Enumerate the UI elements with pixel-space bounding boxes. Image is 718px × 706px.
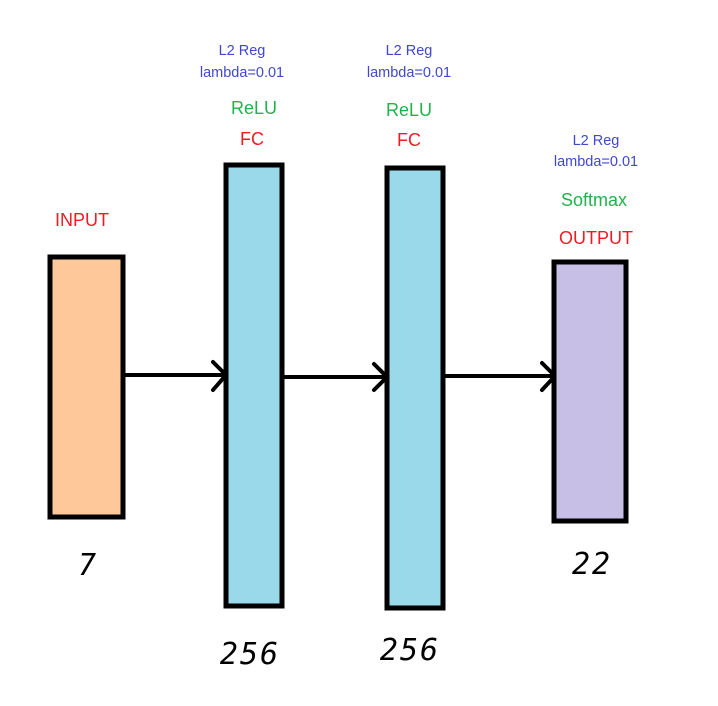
hidden1-type-label: FC <box>240 129 264 149</box>
hidden1-size-label: 256 <box>220 637 280 672</box>
output-activation: Softmax <box>561 190 627 210</box>
arrow-input-to-hidden1 <box>121 360 228 392</box>
hidden2-reg-line1: L2 Reg <box>386 43 433 59</box>
output-size-label: 22 <box>572 547 612 582</box>
output-type-label: OUTPUT <box>559 228 633 248</box>
hidden2-type-label: FC <box>397 130 421 150</box>
arrow-hidden1-to-hidden2 <box>280 362 389 392</box>
output-reg-line2: lambda=0.01 <box>554 154 638 170</box>
hidden1-layer-box <box>223 162 285 609</box>
hidden1-reg-line1: L2 Reg <box>219 43 266 59</box>
hidden2-layer-box <box>384 165 446 611</box>
arrow-hidden2-to-output <box>441 361 557 392</box>
hidden1-activation: ReLU <box>231 98 277 118</box>
output-reg-line1: L2 Reg <box>573 133 620 149</box>
hidden2-reg-line2: lambda=0.01 <box>367 65 451 81</box>
hidden1-reg-line2: lambda=0.01 <box>200 65 284 81</box>
input-size-label: 7 <box>78 548 98 583</box>
input-layer-box <box>47 254 126 520</box>
hidden2-size-label: 256 <box>380 633 440 668</box>
hidden2-activation: ReLU <box>386 100 432 120</box>
input-type-label: INPUT <box>55 210 109 230</box>
output-layer-box <box>551 259 629 524</box>
